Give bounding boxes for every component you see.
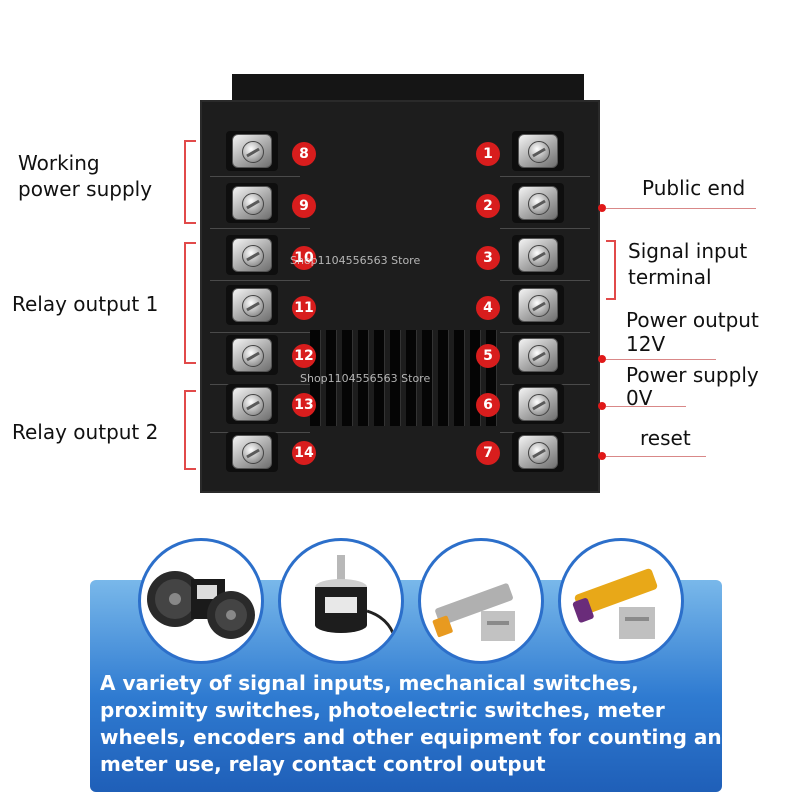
label-relay-output-1: Relay output 1 — [12, 292, 159, 316]
label-power-output-line2: 12V — [626, 332, 666, 356]
panel-divider — [210, 280, 310, 281]
banner-description: A variety of signal inputs, mechanical s… — [100, 671, 736, 776]
label-relay-output-2: Relay output 2 — [12, 420, 159, 444]
terminal-number-badge: 14 — [292, 441, 316, 465]
leader-line — [606, 359, 716, 360]
label-power-output-line1: Power output — [626, 308, 759, 332]
terminal-number-badge: 2 — [476, 194, 500, 218]
terminal-number-badge: 8 — [292, 142, 316, 166]
terminal-number-badge: 12 — [292, 344, 316, 368]
panel-divider — [210, 332, 310, 333]
terminal-screw-14 — [226, 432, 278, 472]
connector-dot — [598, 402, 606, 410]
panel-divider — [500, 176, 590, 177]
proximity-switch-image — [418, 538, 544, 664]
terminal-screw-1 — [512, 131, 564, 171]
terminal-screw-4 — [512, 285, 564, 325]
terminal-screw-12 — [226, 335, 278, 375]
photoelectric-switch-image — [558, 538, 684, 664]
encoder-image — [278, 538, 404, 664]
watermark-text: Shop1104556563 Store — [300, 372, 431, 385]
terminal-number-badge: 13 — [292, 393, 316, 417]
terminal-number-badge: 9 — [292, 194, 316, 218]
terminal-screw-5 — [512, 335, 564, 375]
terminal-number-badge: 1 — [476, 142, 500, 166]
terminal-number-badge: 11 — [292, 296, 316, 320]
terminal-screw-3 — [512, 235, 564, 275]
label-signal-input-line2: terminal — [628, 265, 712, 289]
vent-grill — [310, 330, 497, 426]
bracket-working-power — [184, 140, 196, 224]
label-reset: reset — [640, 426, 691, 450]
terminal-screw-9 — [226, 183, 278, 223]
terminal-number-badge: 4 — [476, 296, 500, 320]
terminal-number-badge: 6 — [476, 393, 500, 417]
watermark-text: Shop1104556563 Store — [290, 254, 421, 267]
terminal-number-badge: 5 — [476, 344, 500, 368]
terminal-screw-2 — [512, 183, 564, 223]
leader-line — [606, 208, 756, 209]
label-working-power-line1: Working — [18, 151, 100, 175]
terminal-screw-13 — [226, 384, 278, 424]
meter-wheel-image — [138, 538, 264, 664]
bracket-relay-1 — [184, 242, 196, 364]
panel-divider — [500, 228, 590, 229]
terminal-screw-6 — [512, 384, 564, 424]
leader-line — [606, 406, 686, 407]
label-power-supply-line1: Power supply — [626, 363, 759, 387]
terminal-number-badge: 3 — [476, 246, 500, 270]
terminal-number-badge: 7 — [476, 441, 500, 465]
bracket-relay-2 — [184, 390, 196, 470]
panel-divider — [210, 176, 300, 177]
panel-divider — [500, 332, 590, 333]
label-working-power-line2: power supply — [18, 177, 153, 201]
label-power-supply-line2: 0V — [626, 386, 653, 410]
leader-line — [606, 456, 706, 457]
terminal-screw-8 — [226, 131, 278, 171]
panel-divider — [210, 228, 310, 229]
label-public-end: Public end — [642, 176, 746, 200]
terminal-number-badge: 10 — [292, 246, 316, 270]
connector-dot — [598, 452, 606, 460]
bracket-signal-input — [606, 240, 616, 300]
terminal-screw-10 — [226, 235, 278, 275]
panel-divider — [500, 280, 590, 281]
connector-dot — [598, 355, 606, 363]
terminal-screw-7 — [512, 432, 564, 472]
label-signal-input-line1: Signal input — [628, 239, 748, 263]
connector-dot — [598, 204, 606, 212]
terminal-screw-11 — [226, 285, 278, 325]
